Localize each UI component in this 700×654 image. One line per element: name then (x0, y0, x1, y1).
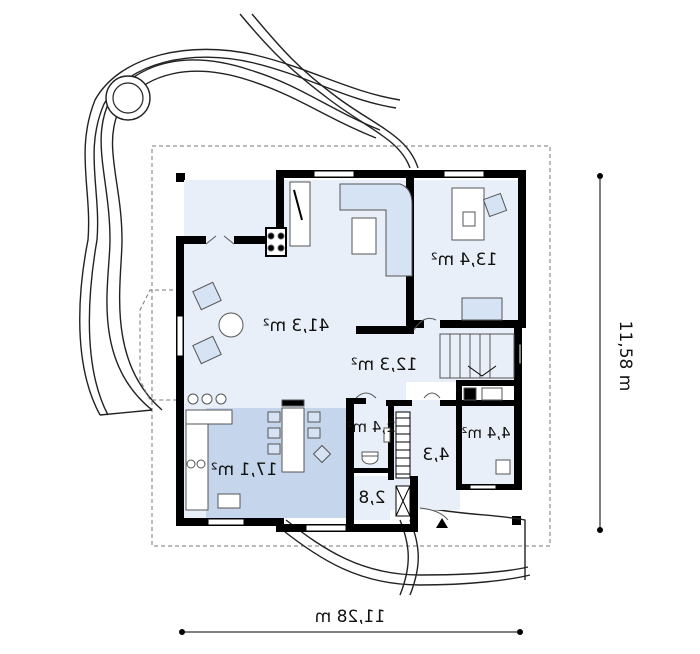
windows (176, 170, 522, 532)
room-label-vestibule: 4,3 (422, 445, 449, 465)
living-furniture (192, 181, 413, 365)
room-label-closet: 2,8 (358, 488, 385, 508)
column-square (176, 173, 185, 182)
dimension-depth-label: 11,58 m (615, 321, 635, 392)
entrance-path (279, 507, 531, 596)
boiler-floor (460, 400, 520, 488)
stairs (439, 333, 515, 379)
room-label-boiler: 4,4 m² (461, 424, 510, 442)
kitchen-furniture (185, 393, 332, 511)
column-circle-inner (112, 82, 144, 114)
room-label-hall: 12,3 m² (351, 355, 418, 375)
column-square (512, 516, 521, 525)
dimension-width-label: 11,28 m (315, 607, 386, 627)
dimension-depth: 11,58 m (597, 173, 635, 533)
dimension-width: 11,28 m (179, 607, 523, 635)
hall-floor (406, 322, 516, 382)
room-label-office: 13,4 m² (431, 250, 498, 270)
entrance-arrow-icon (436, 518, 448, 528)
room-label-kitchen: 17,1 m² (211, 460, 278, 480)
roof-outline (151, 145, 551, 547)
terrace-pergola (79, 13, 419, 416)
office-furniture (451, 187, 508, 321)
wc-fixtures (361, 387, 511, 475)
bay-window (139, 289, 180, 401)
room-label-wc: 2,4 m² (346, 418, 395, 436)
door-swings (205, 235, 449, 521)
closet-hatch (395, 411, 411, 517)
closet-floor (350, 476, 390, 520)
room-label-living: 41,3 m² (263, 316, 330, 336)
